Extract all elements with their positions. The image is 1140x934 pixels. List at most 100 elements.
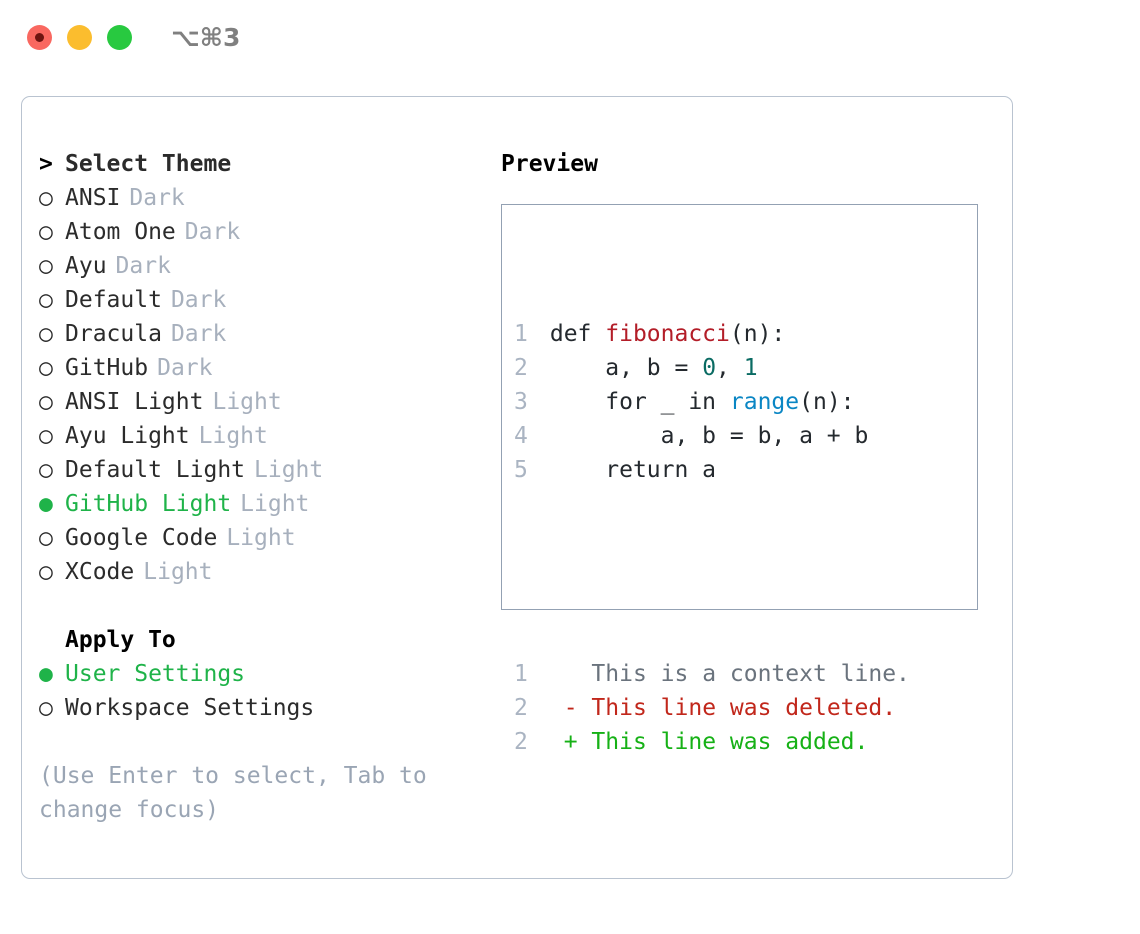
theme-list-item[interactable]: ○ ANSI Light Light — [39, 385, 479, 419]
theme-list-item[interactable]: ○ GitHub Dark — [39, 351, 479, 385]
diff-text: This is a context line. — [591, 661, 910, 687]
radio-unselected-icon[interactable]: ○ — [39, 559, 53, 585]
theme-list-item[interactable]: ○ Ayu Light Light — [39, 419, 479, 453]
apply-to-item[interactable]: ● User Settings — [39, 657, 479, 691]
hint-gap — [39, 725, 479, 759]
radio-unselected-icon[interactable]: ○ — [39, 185, 53, 211]
apply-to-item-label: User Settings — [65, 661, 246, 687]
title-bar: ⌥⌘3 — [0, 0, 1140, 78]
diff-line: 2 + This line was added. — [514, 725, 910, 759]
code-token-num: 0 — [702, 355, 717, 381]
close-button-icon[interactable] — [27, 25, 52, 50]
theme-item-category-tag: Dark — [170, 287, 227, 313]
radio-unselected-icon[interactable]: ○ — [39, 355, 53, 381]
diff-line: 1 This is a context line. — [514, 657, 910, 691]
code-token-plain: return a — [549, 457, 717, 483]
theme-item-category-tag: Dark — [129, 185, 185, 211]
code-token-num: 1 — [743, 355, 758, 381]
radio-unselected-icon[interactable]: ○ — [39, 219, 53, 245]
diff-line: 2 - This line was deleted. — [514, 691, 910, 725]
radio-unselected-icon[interactable]: ○ — [39, 423, 53, 449]
line-number: 2 — [514, 695, 528, 721]
code-token-plain: (n): — [799, 389, 855, 415]
line-number: 1 — [514, 321, 528, 347]
line-number: 5 — [514, 457, 528, 483]
theme-item-label: Ayu — [65, 253, 107, 279]
line-number: 4 — [514, 423, 528, 449]
theme-item-label: Default — [65, 287, 162, 313]
theme-list-title: Select Theme — [65, 151, 232, 177]
theme-list-item[interactable]: ○ Atom One Dark — [39, 215, 479, 249]
prompt-caret-icon: > — [39, 151, 53, 177]
line-number: 2 — [514, 355, 528, 381]
theme-item-category-tag: Light — [226, 525, 296, 551]
keyboard-hint-text: (Use Enter to select, Tab to change focu… — [39, 763, 427, 823]
code-token-plain: for _ in — [549, 389, 730, 415]
theme-item-label: Default Light — [65, 457, 246, 483]
code-line: 1 def fibonacci(n): — [514, 317, 910, 351]
diff-sign: - — [563, 695, 578, 721]
code-diff-gap — [514, 555, 910, 589]
theme-item-label: ANSI — [65, 185, 121, 211]
radio-selected-icon[interactable]: ● — [39, 661, 53, 687]
theme-item-category-tag: Dark — [184, 219, 241, 245]
line-number: 2 — [514, 729, 528, 755]
theme-item-label: ANSI Light — [65, 389, 204, 415]
apply-to-item[interactable]: ○ Workspace Settings — [39, 691, 479, 725]
minimize-button-icon[interactable] — [67, 25, 92, 50]
maximize-button-icon[interactable] — [107, 25, 132, 50]
theme-list-item[interactable]: ○ Default Light Light — [39, 453, 479, 487]
radio-unselected-icon[interactable]: ○ — [39, 253, 53, 279]
radio-unselected-icon[interactable]: ○ — [39, 321, 53, 347]
code-token-fn: fibonacci — [605, 321, 730, 347]
apply-to-title: Apply To — [65, 627, 176, 653]
radio-unselected-icon[interactable]: ○ — [39, 525, 53, 551]
code-token-plain: , — [716, 355, 744, 381]
radio-unselected-icon[interactable]: ○ — [39, 287, 53, 313]
code-line: 3 for _ in range(n): — [514, 385, 910, 419]
section-gap — [39, 589, 479, 623]
code-line: 5 return a — [514, 453, 910, 487]
radio-unselected-icon[interactable]: ○ — [39, 695, 53, 721]
theme-item-category-tag: Dark — [157, 355, 213, 381]
traffic-lights — [27, 25, 132, 50]
radio-unselected-icon[interactable]: ○ — [39, 389, 53, 415]
theme-list-item[interactable]: ○ XCode Light — [39, 555, 479, 589]
code-token-builtin: range — [729, 389, 800, 415]
preview-title: Preview — [501, 151, 598, 177]
radio-selected-icon[interactable]: ● — [39, 491, 53, 517]
theme-item-label: Ayu Light — [65, 423, 190, 449]
code-token-plain: (n): — [729, 321, 786, 347]
diff-sign — [564, 661, 578, 687]
theme-item-label: GitHub — [65, 355, 149, 381]
line-number: 3 — [514, 389, 528, 415]
radio-unselected-icon[interactable]: ○ — [39, 457, 53, 483]
theme-list-header: > Select Theme — [39, 147, 479, 181]
theme-item-category-tag: Light — [254, 457, 324, 483]
theme-item-category-tag: Light — [198, 423, 268, 449]
line-number: 1 — [514, 661, 528, 687]
theme-item-category-tag: Light — [212, 389, 282, 415]
code-line: 2 a, b = 0, 1 — [514, 351, 910, 385]
theme-list-item[interactable]: ○ ANSI Dark — [39, 181, 479, 215]
theme-item-label: Atom One — [65, 219, 176, 245]
theme-item-category-tag: Dark — [170, 321, 227, 347]
theme-list-item[interactable]: ○ Ayu Dark — [39, 249, 479, 283]
apply-to-item-label: Workspace Settings — [65, 695, 315, 721]
diff-text: This line was added. — [591, 729, 869, 755]
theme-item-label: XCode — [65, 559, 135, 585]
theme-list-item[interactable]: ○ Default Dark — [39, 283, 479, 317]
theme-item-category-tag: Light — [143, 559, 213, 585]
theme-item-label: Dracula — [65, 321, 162, 347]
diff-sign: + — [563, 729, 578, 755]
preview-column: Preview 1 def fibonacci(n):2 a, b = 0, 1… — [501, 147, 991, 755]
theme-list-item[interactable]: ○ Dracula Dark — [39, 317, 479, 351]
theme-item-category-tag: Dark — [115, 253, 171, 279]
